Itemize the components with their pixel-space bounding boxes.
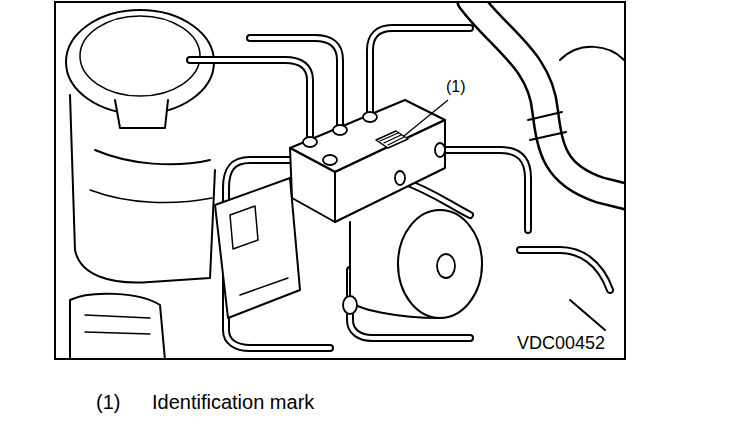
figure-code: VDC00452 xyxy=(515,334,607,354)
hose-fill xyxy=(470,3,624,200)
caption-number: (1) xyxy=(96,391,120,413)
hose-clamp xyxy=(528,112,566,140)
reservoir-body xyxy=(70,95,215,283)
callout-number: (1) xyxy=(444,78,468,96)
reservoir-ridge xyxy=(90,190,212,203)
leader-line xyxy=(404,100,448,136)
pipe-fittings xyxy=(303,112,445,185)
connector-housing xyxy=(70,294,165,358)
reservoir-ridge xyxy=(95,150,210,164)
block-front xyxy=(335,120,445,222)
motor-end xyxy=(398,210,482,318)
control-unit-edge xyxy=(240,278,288,295)
unit-drawing xyxy=(66,3,624,358)
reservoir-cap-rim xyxy=(80,16,200,96)
connector-ribs xyxy=(85,315,150,334)
figure-frame xyxy=(55,2,625,359)
control-unit-plug xyxy=(230,206,258,249)
identification-mark xyxy=(376,131,408,148)
side-bracket xyxy=(570,300,605,330)
caption-text: Identification mark xyxy=(152,391,314,413)
control-unit xyxy=(215,178,300,318)
mount-bolt xyxy=(343,296,357,314)
motor-shaft xyxy=(437,254,455,278)
reservoir-neck xyxy=(115,100,168,128)
hose-outline xyxy=(470,3,624,200)
identification-mark-hatch xyxy=(380,133,404,145)
side-component xyxy=(560,47,624,60)
